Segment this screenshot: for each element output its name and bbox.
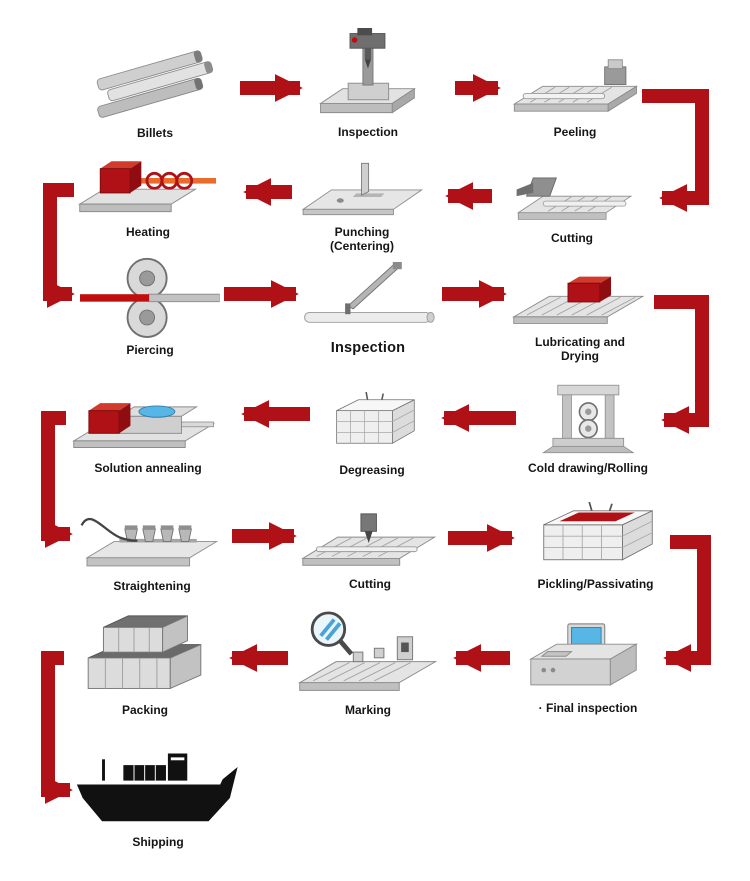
- step-label-solution-annealing: Solution annealing: [94, 461, 202, 475]
- step-straightening: Straightening: [67, 502, 237, 594]
- step-label-inspection-2: Inspection: [330, 340, 406, 356]
- step-label-lubricating: Lubricating and Drying: [535, 335, 625, 363]
- step-label-degreasing: Degreasing: [339, 463, 405, 477]
- step-billets: Billets: [70, 46, 240, 141]
- step-label-cutting-1: Cutting: [551, 231, 593, 245]
- cutting-machine-icon: [510, 168, 634, 226]
- step-label-billets: Billets: [136, 126, 173, 140]
- step-label-shipping: Shipping: [132, 835, 184, 849]
- step-piercing: Piercing: [75, 256, 225, 358]
- connector-pickling-to-final-inspection: [663, 535, 711, 672]
- caliper-inspection-icon: [301, 262, 436, 334]
- step-label-piercing: Piercing: [126, 343, 174, 357]
- step-label-inspection-1: Inspection: [337, 125, 398, 139]
- cargo-ship-icon: [73, 738, 242, 830]
- degreasing-tank-icon: [318, 392, 427, 458]
- step-heating: Heating: [63, 150, 233, 240]
- step-cutting-2: Cutting: [295, 510, 445, 592]
- punching-machine-icon: [296, 158, 429, 220]
- step-peeling: Peeling: [495, 58, 655, 140]
- step-inspection-2: Inspection: [293, 262, 443, 357]
- step-label-marking: Marking: [344, 703, 391, 717]
- billets-icon: [89, 46, 221, 121]
- step-label-peeling: Peeling: [553, 125, 597, 139]
- step-inspection-1: Inspection: [303, 28, 433, 140]
- step-degreasing: Degreasing: [302, 392, 442, 478]
- connector-heating-to-piercing: [43, 183, 75, 308]
- heating-furnace-icon: [76, 150, 221, 220]
- pickling-tank-icon: [528, 502, 664, 572]
- lubricating-drying-conveyor-icon: [510, 272, 650, 330]
- step-solution-annealing: Solution annealing: [58, 388, 238, 476]
- drilling-inspection-machine-icon: [304, 28, 433, 120]
- final-inspection-station-icon: [516, 622, 659, 696]
- marking-station-icon: [294, 610, 442, 698]
- step-shipping: Shipping: [73, 738, 243, 850]
- step-packing: Packing: [60, 614, 230, 718]
- step-final-inspection: · Final inspection: [503, 622, 673, 716]
- step-pickling: Pickling/Passivating: [508, 502, 683, 592]
- straightening-machine-icon: [78, 502, 227, 574]
- step-label-cutting-2: Cutting: [349, 577, 391, 591]
- step-label-heating: Heating: [125, 225, 170, 239]
- step-label-pickling: Pickling/Passivating: [537, 577, 654, 591]
- connector-lubricating-to-cold-drawing: [654, 295, 709, 434]
- connector-peeling-to-cutting: [642, 89, 709, 212]
- cold-drawing-mill-icon: [532, 382, 645, 456]
- step-cold-drawing: Cold drawing/Rolling: [508, 382, 668, 476]
- step-cutting-1: Cutting: [492, 168, 652, 246]
- step-lubricating: Lubricating and Drying: [528, 272, 632, 364]
- step-label-cold-drawing: Cold drawing/Rolling: [528, 461, 648, 475]
- packing-crates-icon: [71, 614, 219, 698]
- step-label-final-inspection: · Final inspection: [538, 701, 638, 715]
- step-punching: Punching (Centering): [312, 158, 412, 254]
- solution-annealing-furnace-icon: [70, 388, 226, 456]
- step-label-punching: Punching (Centering): [330, 225, 394, 253]
- peeling-machine-icon: [509, 58, 642, 120]
- step-label-straightening: Straightening: [113, 579, 191, 593]
- piercing-rollers-icon: [80, 256, 220, 338]
- step-label-packing: Packing: [121, 703, 169, 717]
- connector-packing-to-shipping: [41, 651, 73, 804]
- connector-annealing-to-straightening: [41, 411, 73, 548]
- step-marking: Marking: [288, 610, 448, 718]
- cutting-saw-conveyor-icon: [297, 510, 442, 572]
